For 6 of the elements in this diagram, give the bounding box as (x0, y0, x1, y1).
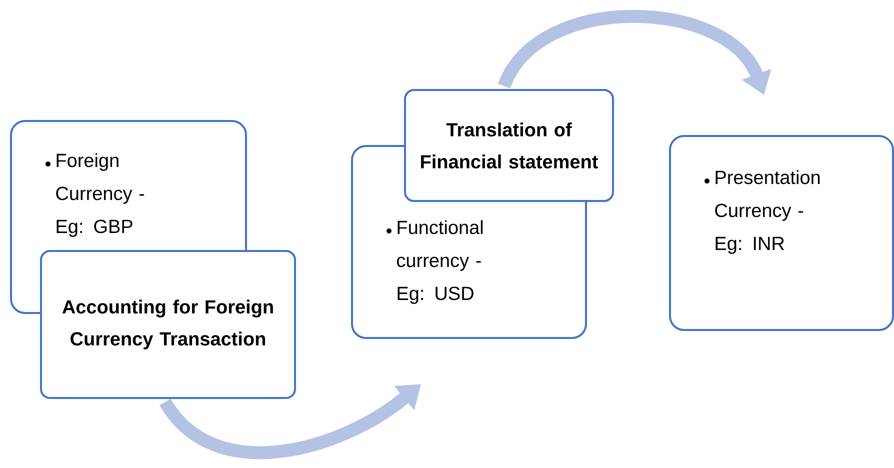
list-item: Functional currency - Eg: USD (397, 220, 483, 304)
title-box: Translation of Financial statement (404, 89, 614, 202)
list-item: Foreign Currency - Eg: GBP (56, 153, 144, 237)
title-box: Accounting for Foreign Currency Transaction (40, 250, 296, 399)
content-box (669, 135, 894, 331)
list-item: Presentation Currency - Eg: INR (715, 170, 820, 254)
